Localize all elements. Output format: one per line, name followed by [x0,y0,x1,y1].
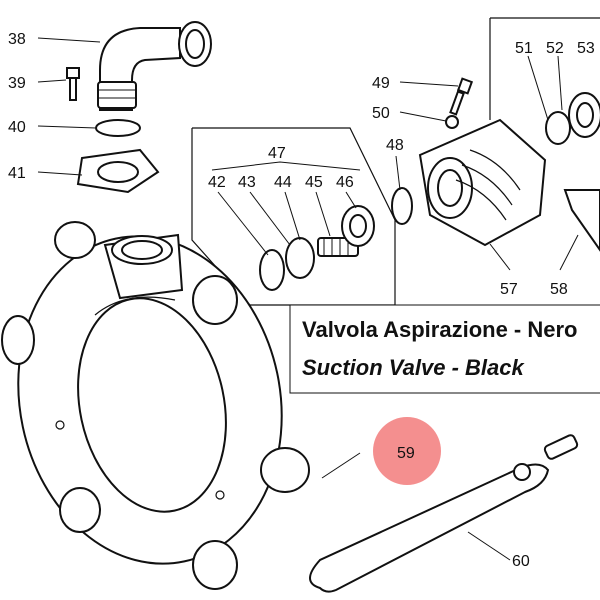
label-49: 49 [372,75,390,92]
elbow-fitting[interactable] [97,21,212,111]
label-59: 59 [397,445,415,462]
label-48: 48 [386,137,404,154]
caption-english: Suction Valve - Black [302,355,525,380]
label-57: 57 [500,281,518,298]
screw-39[interactable] [66,67,80,101]
label-58: 58 [550,281,568,298]
label-43: 43 [238,174,256,191]
caption-box [289,304,600,394]
right-group-frame [489,17,600,120]
label-50: 50 [372,105,390,122]
flange-plate-41[interactable] [76,148,160,194]
label-40: 40 [8,119,26,136]
label-45: 45 [305,174,323,191]
label-53: 53 [577,40,595,57]
caption-italian: Valvola Aspirazione - Nero [302,317,578,342]
label-42: 42 [208,174,226,191]
bracket-58[interactable] [563,189,600,252]
leader-lines [37,37,579,561]
suction-valve-stack[interactable] [259,205,375,291]
washer-48[interactable] [391,187,413,225]
label-60: 60 [512,553,530,570]
strap-60[interactable] [309,434,579,593]
label-41: 41 [8,165,26,182]
label-52: 52 [546,40,564,57]
valve-housing-57[interactable] [418,118,547,247]
highlight-59[interactable] [373,417,441,485]
right-parts-51-53[interactable] [545,92,600,145]
label-39: 39 [8,75,26,92]
o-ring-40[interactable] [95,119,141,137]
pump-body[interactable] [0,212,311,590]
label-38: 38 [8,31,26,48]
label-47: 47 [268,145,286,162]
screw-49[interactable] [449,77,474,116]
label-44: 44 [274,174,292,191]
washer-50[interactable] [445,115,459,129]
label-51: 51 [515,40,533,57]
label-46: 46 [336,174,354,191]
